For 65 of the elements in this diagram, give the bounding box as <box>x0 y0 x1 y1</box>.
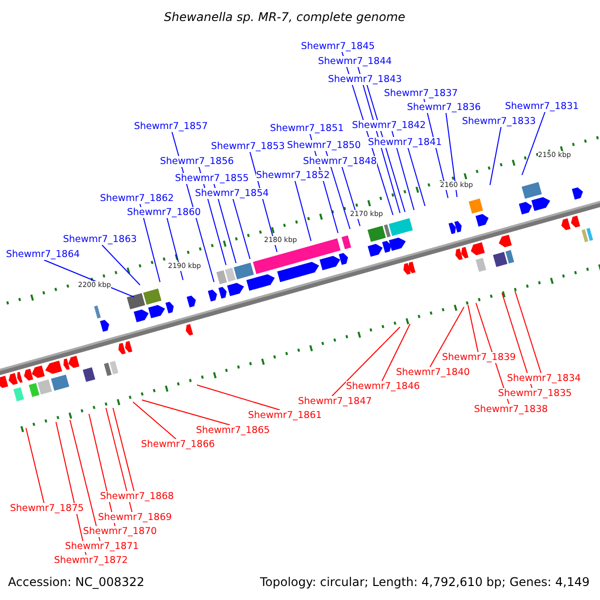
gene-label: Shewmr7_1835 <box>498 388 572 399</box>
leader-line <box>140 204 160 282</box>
gene-label: Shewmr7_1872 <box>54 555 128 566</box>
leader-line <box>166 218 184 280</box>
leader-line <box>196 384 280 410</box>
gene-label: Shewmr7_1831 <box>505 101 579 112</box>
gene-label: Shewmr7_1837 <box>384 88 458 99</box>
gene-label: Shewmr7_1839 <box>442 352 516 363</box>
gene-label: Shewmr7_1833 <box>462 116 536 127</box>
gene-label: Shewmr7_1857 <box>134 121 208 132</box>
leader-line <box>70 420 100 542</box>
gene-label: Shewmr7_1864 <box>6 249 80 260</box>
gene-label: Shewmr7_1871 <box>65 541 139 552</box>
leader-line <box>490 126 502 186</box>
gene-label: Shewmr7_1875 <box>10 503 84 514</box>
gene-label: Shewmr7_1847 <box>298 396 372 407</box>
gene-label: Shewmr7_1853 <box>211 141 285 152</box>
leader-line <box>26 428 44 504</box>
gene-label: Shewmr7_1862 <box>100 193 174 204</box>
gene-label: Shewmr7_1846 <box>346 381 420 392</box>
leader-line <box>106 408 132 512</box>
accession-note: Accession: NC_008322 <box>8 575 144 589</box>
gene-label: Shewmr7_1841 <box>368 137 442 148</box>
leader-line <box>382 324 410 382</box>
gene-label: Shewmr7_1851 <box>270 123 344 134</box>
leader-line <box>446 112 458 198</box>
gene-label: Shewmr7_1855 <box>175 173 249 184</box>
gene-label: Shewmr7_1842 <box>352 120 426 131</box>
gene-label: Shewmr7_1861 <box>248 410 322 421</box>
leader-line <box>502 292 532 388</box>
gene-label: Shewmr7_1852 <box>256 170 330 181</box>
gene-label: Shewmr7_1848 <box>303 156 377 167</box>
gene-label: Shewmr7_1860 <box>127 207 201 218</box>
leader-line <box>132 402 176 440</box>
leader-line <box>112 408 134 492</box>
gene-label: Shewmr7_1840 <box>396 367 470 378</box>
leader-line <box>294 180 312 242</box>
gene-label: Shewmr7_1866 <box>141 439 215 450</box>
gene-label: Shewmr7_1870 <box>83 526 157 537</box>
map-title: Shewanella sp. MR-7, complete genome <box>164 12 406 23</box>
gene-label: Shewmr7_1844 <box>318 56 392 67</box>
leader-line <box>522 112 546 176</box>
leader-line <box>102 244 140 286</box>
leader-line <box>392 130 414 210</box>
gene-label: Shewmr7_1834 <box>507 373 581 384</box>
gene-label: Shewmr7_1854 <box>195 188 269 199</box>
leader-line <box>332 326 400 396</box>
gene-label: Shewmr7_1863 <box>63 234 137 245</box>
leader-line <box>514 290 542 374</box>
gene-label: Shewmr7_1838 <box>474 404 548 415</box>
gene-label: Shewmr7_1845 <box>301 41 375 52</box>
leader-line <box>142 400 230 426</box>
gene-label: Shewmr7_1865 <box>196 425 270 436</box>
leader-line <box>342 166 360 226</box>
gene-label: Shewmr7_1836 <box>407 102 481 113</box>
gene-label: Shewmr7_1843 <box>328 74 402 85</box>
genome-summary: Topology: circular; Length: 4,792,610 bp; Genes: 4,149 <box>260 575 590 589</box>
gene-label: Shewmr7_1869 <box>98 512 172 523</box>
leader-line <box>408 148 426 206</box>
leader-line <box>468 304 478 352</box>
gene-label: Shewmr7_1868 <box>100 491 174 502</box>
gene-label: Shewmr7_1850 <box>287 140 361 151</box>
gene-label: Shewmr7_1856 <box>160 156 234 167</box>
leader-line <box>430 306 464 368</box>
leader-line <box>232 198 250 260</box>
